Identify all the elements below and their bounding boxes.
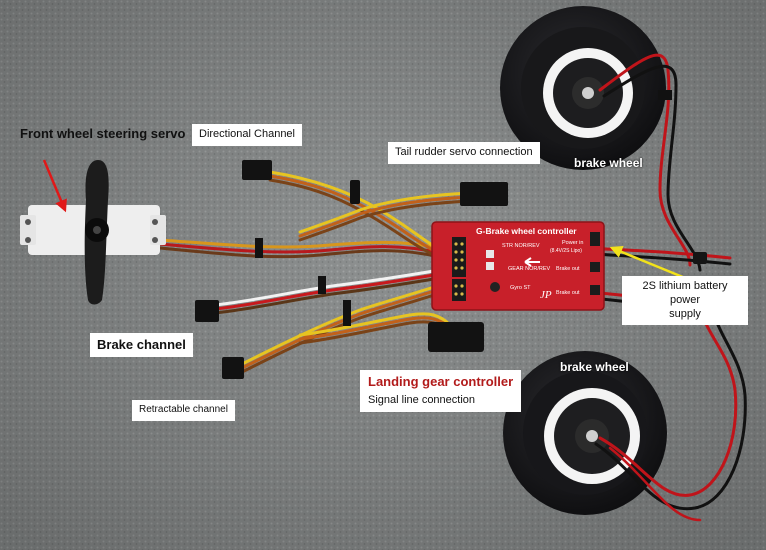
label-battery-power: 2S lithium battery power supply (622, 276, 748, 326)
controller-brake-out-1: Brake out (556, 266, 580, 272)
controller-gyro-label: Gyro ST (510, 285, 531, 291)
bottom-wheel-wires (594, 298, 747, 522)
label-landing-gear: Landing gear controller (368, 374, 514, 389)
controller-title: G-Brake wheel controller (476, 226, 577, 236)
label-tail-rudder: Tail rudder servo connection (388, 142, 540, 164)
controller-brake-out-2: Brake out (556, 290, 580, 296)
label-retractable-channel: Retractable channel (132, 400, 235, 421)
brake-wheel-bottom (503, 351, 667, 515)
battery-pointer-arrow (609, 246, 691, 282)
label-brake-wheel-bottom: brake wheel (560, 360, 629, 374)
servo-connectors (195, 160, 508, 379)
front-servo (20, 160, 166, 305)
top-wheel-wires (598, 53, 702, 272)
retractable-connector (222, 357, 244, 379)
label-directional-channel: Directional Channel (192, 124, 302, 146)
label-brake-wheel-top: brake wheel (574, 156, 643, 170)
controller-logo: JP (540, 289, 552, 301)
label-battery-line1: 2S lithium battery power (642, 280, 728, 306)
controller-gear-label: GEAR NOR/REV (508, 266, 551, 272)
brake-wheel-top (500, 6, 666, 170)
servo-pointer-arrow (42, 159, 67, 213)
label-brake-channel: Brake channel (90, 333, 193, 358)
controller-power-in: Power in (562, 240, 583, 246)
label-battery-line2: supply (669, 307, 701, 320)
tail-rudder-connector (460, 182, 508, 206)
controller-str-label: STR NOR/REV (502, 243, 540, 249)
label-signal-line: Signal line connection (368, 394, 476, 407)
brake-channel-connector (195, 300, 219, 322)
controller-power-spec: (8.4V/2S Lipo) (550, 248, 582, 254)
directional-connector (242, 160, 272, 180)
label-front-wheel-servo: Front wheel steering servo (20, 126, 186, 141)
landing-gear-connector (428, 322, 484, 352)
label-landing-gear-box: Landing gear controller Signal line conn… (360, 370, 522, 412)
servo-cables (158, 170, 472, 375)
brake-controller: G-Brake wheel controller STR NOR/REV GEA… (431, 221, 605, 311)
